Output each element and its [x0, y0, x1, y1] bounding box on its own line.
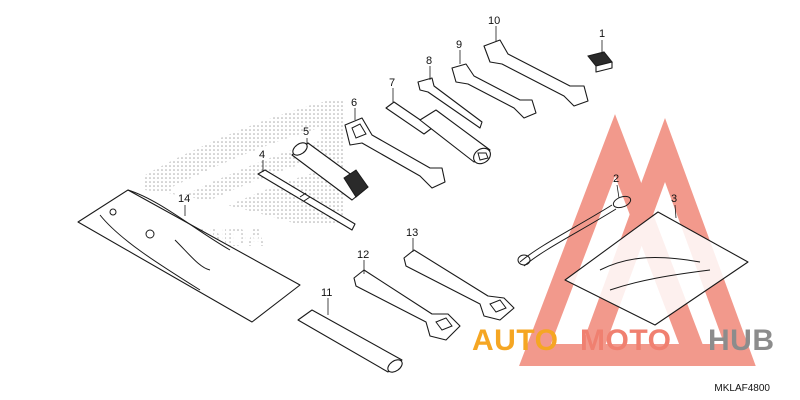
open-end-wrench-6 [344, 117, 446, 189]
part-number-12: 12 [357, 249, 369, 261]
part-number-13: 13 [406, 227, 418, 239]
spark-plug-wrench [385, 101, 491, 165]
part-number-11: 11 [321, 287, 332, 299]
part-number-1: 1 [599, 28, 605, 40]
part-number-9: 9 [456, 39, 462, 51]
open-end-wrench-9 [451, 63, 537, 119]
extension-handle [291, 142, 369, 201]
watermark-hub: HUB [708, 324, 775, 357]
watermark-auto: AUTO [472, 324, 558, 357]
part-number-8: 8 [426, 55, 432, 67]
watermark-text: AUTO MOTO HUB [472, 324, 775, 357]
wrench-handle [297, 309, 403, 373]
part-number-7: 7 [389, 77, 395, 89]
wrench-12 [353, 269, 461, 341]
part-number-14: 14 [178, 193, 190, 205]
hex-key [417, 77, 483, 129]
open-end-wrench-10 [483, 39, 589, 107]
fuse-clip [587, 51, 613, 73]
watermark-moto: MOTO [580, 324, 671, 357]
wrench-13 [403, 249, 515, 321]
part-numbers: 1 2 3 4 5 6 7 8 9 10 11 12 13 14 [178, 15, 677, 299]
part-number-3: 3 [671, 193, 677, 205]
diagram-code: MKLAF4800 [714, 383, 770, 394]
part-number-2: 2 [613, 173, 619, 185]
part-number-10: 10 [488, 15, 500, 27]
helmet-holder-wire [517, 195, 632, 267]
tool-bag [77, 189, 301, 323]
part-number-4: 4 [259, 149, 265, 161]
part-number-6: 6 [351, 97, 357, 109]
part-number-5: 5 [303, 126, 309, 138]
leader-lines [184, 26, 677, 315]
manual-sheet [564, 211, 749, 326]
